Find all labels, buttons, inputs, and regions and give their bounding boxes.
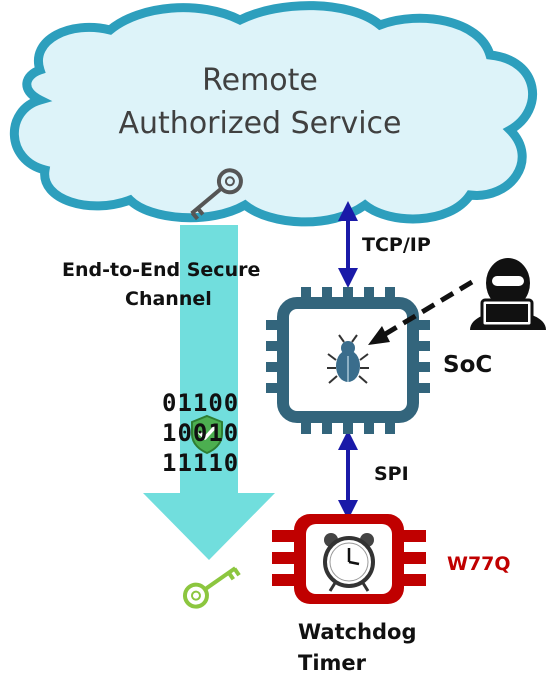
shield-check-icon bbox=[191, 414, 223, 455]
watchdog-label-line1: Watchdog bbox=[298, 620, 417, 644]
channel-label-line2: Channel bbox=[125, 288, 212, 310]
cloud-shape bbox=[9, 1, 538, 227]
watchdog-label-line2: Timer bbox=[298, 651, 367, 675]
alarm-clock-icon bbox=[323, 533, 375, 592]
soc-chip bbox=[266, 287, 430, 434]
top-key-icon bbox=[190, 168, 243, 221]
binary-row-2: 10010 bbox=[162, 419, 240, 447]
cloud-title-line2: Authorized Service bbox=[118, 106, 402, 141]
bug-icon bbox=[327, 334, 369, 384]
binary-row-1: 01100 bbox=[162, 389, 240, 417]
attack-arrow bbox=[368, 279, 474, 345]
cloud-title-line1: Remote bbox=[202, 63, 318, 98]
channel-label-line1: End-to-End Secure bbox=[62, 259, 261, 281]
spi-label: SPI bbox=[374, 463, 409, 485]
hacker-icon bbox=[470, 258, 546, 330]
binary-row-3: 11110 bbox=[162, 449, 240, 477]
soc-label: SoC bbox=[443, 352, 493, 378]
tcp-ip-label: TCP/IP bbox=[362, 234, 431, 256]
bottom-key-icon bbox=[182, 566, 241, 609]
watchdog-part-label: W77Q bbox=[447, 553, 511, 575]
